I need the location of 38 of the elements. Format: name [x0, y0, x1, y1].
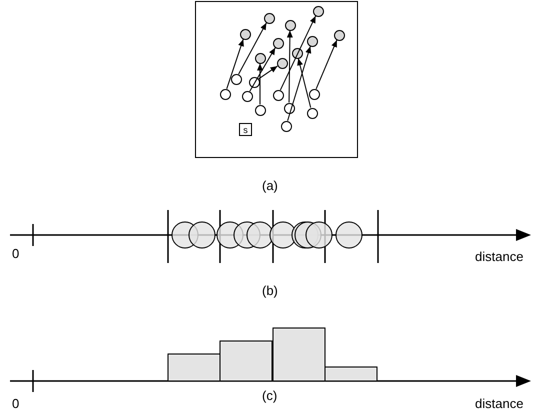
shaded-circle — [272, 38, 284, 48]
arrow — [287, 46, 312, 122]
open-circle — [220, 88, 230, 100]
shaded-circle — [240, 28, 250, 40]
shaded-circle — [334, 30, 344, 40]
label-box: s — [239, 123, 252, 136]
arrow — [249, 47, 276, 92]
arrow — [316, 40, 338, 90]
open-circle — [280, 120, 292, 132]
axis-origin-label: 0 — [12, 396, 20, 411]
shaded-circle — [312, 6, 324, 16]
arrow — [238, 22, 267, 75]
panel-frame — [195, 1, 358, 158]
panel-label: (c) — [262, 388, 278, 403]
panel-label: (b) — [262, 283, 278, 298]
arrow — [226, 38, 244, 90]
arrow — [257, 63, 263, 105]
open-circle — [306, 108, 318, 118]
shaded-circle — [254, 52, 266, 64]
open-circle — [272, 90, 284, 100]
shaded-circle — [276, 58, 288, 68]
arrow — [280, 15, 316, 91]
axis-title: distance — [475, 249, 524, 264]
open-circle — [284, 102, 294, 114]
axis-title: distance — [475, 396, 524, 411]
arrow — [258, 66, 278, 80]
axis-origin-label: 0 — [12, 246, 20, 261]
arrow — [297, 58, 312, 108]
shaded-circle — [264, 12, 274, 24]
panel-label: (a) — [262, 178, 278, 193]
open-circle — [230, 74, 242, 84]
arrow — [286, 30, 293, 103]
open-circle — [242, 90, 252, 102]
shaded-circle — [306, 36, 318, 46]
shaded-circle — [284, 20, 296, 30]
open-circle — [254, 104, 266, 116]
open-circle — [308, 88, 320, 100]
shaded-circle — [292, 48, 302, 58]
